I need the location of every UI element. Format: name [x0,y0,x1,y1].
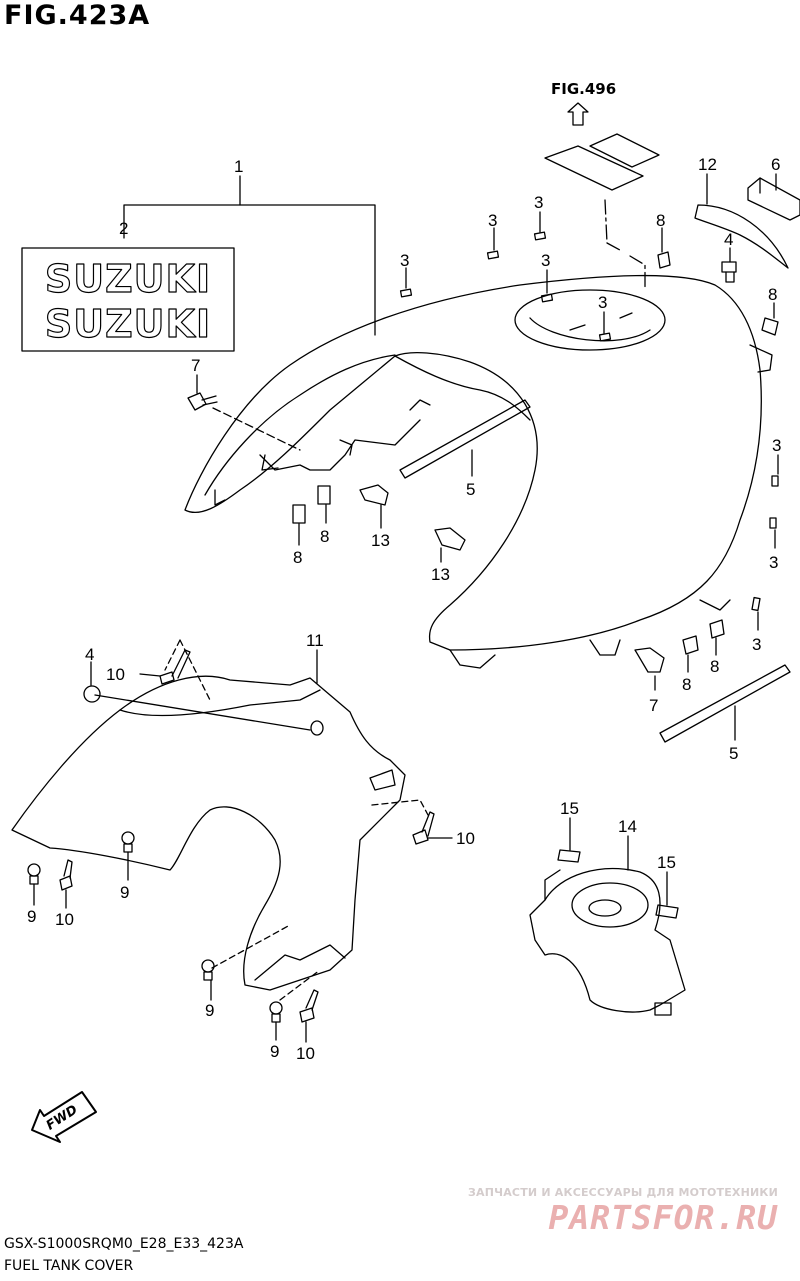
clip-part-8-c[interactable] [292,504,306,524]
callout-10-b[interactable]: 10 [456,829,475,848]
callout-13-b[interactable]: 13 [431,565,450,584]
callout-4-b[interactable]: 4 [85,645,94,664]
callout-8-b[interactable]: 8 [768,285,777,304]
clip-part-8-f[interactable] [709,619,725,639]
cover-part-6[interactable] [747,177,800,221]
callout-1[interactable]: 1 [234,157,243,176]
rivet-part-9-b[interactable] [27,863,41,885]
callout-1-bracket [123,175,376,336]
bolt-part-7-lower[interactable] [634,647,665,673]
callout-5-b[interactable]: 5 [729,744,738,763]
suzuki-emblem-set[interactable]: SUZUKI SUZUKI [21,247,235,352]
screw-part-10-c[interactable] [59,859,73,891]
callout-9-d[interactable]: 9 [270,1042,279,1061]
callout-6[interactable]: 6 [771,155,780,174]
callout-9-c[interactable]: 9 [205,1001,214,1020]
leader-lines [33,173,779,1043]
watermark-tagline: ЗАПЧАСТИ И АКСЕССУАРЫ ДЛЯ МОТОТЕХНИКИ [468,1186,778,1199]
figure-title: FIG.423A [4,0,151,31]
callout-3-e[interactable]: 3 [598,293,607,312]
grommet-part-4-upper[interactable] [721,261,737,283]
clip-part-8-a[interactable] [657,251,671,269]
callout-8-c[interactable]: 8 [293,548,302,567]
fig496-label: FIG.496 [551,80,616,98]
bracket-part-13-b[interactable] [434,527,466,551]
clip-part-8-e[interactable] [682,635,699,655]
rivet-part-9-c[interactable] [201,959,215,981]
bolt-part-7-upper[interactable] [187,392,301,451]
side-cover-part-11[interactable] [11,639,429,1001]
emblem-bottom-text: SUZUKI [45,302,211,346]
callout-15-b[interactable]: 15 [657,853,676,872]
callout-8-a[interactable]: 8 [656,211,665,230]
callout-2[interactable]: 2 [119,219,128,238]
callout-10-d[interactable]: 10 [296,1044,315,1063]
callout-8-f[interactable]: 8 [710,657,719,676]
strip-part-5-lower[interactable] [659,664,791,743]
callout-4-a[interactable]: 4 [724,230,733,249]
callout-3-g[interactable]: 3 [769,553,778,572]
bracket-part-13-a[interactable] [359,484,389,506]
callout-3-d[interactable]: 3 [541,251,550,270]
callout-5-a[interactable]: 5 [466,480,475,499]
forward-arrow-icon [31,1091,97,1143]
trim-part-12[interactable] [694,204,789,269]
screw-part-10-a[interactable] [159,649,191,685]
rivet-part-9-d[interactable] [269,1001,283,1023]
watermark-logo: PARTSFOR.RU [548,1198,778,1237]
callout-3-f[interactable]: 3 [772,436,781,455]
fwd-label: FWD [44,1102,81,1133]
callout-9-a[interactable]: 9 [120,883,129,902]
callout-12[interactable]: 12 [698,155,717,174]
fig496-reference[interactable]: FIG.496 [551,80,616,126]
grommet-part-4-lower[interactable] [83,685,101,703]
screw-part-10-b[interactable] [412,811,435,845]
rivet-part-9-a[interactable] [121,831,135,853]
callout-13-a[interactable]: 13 [371,531,390,550]
emblem-top-text: SUZUKI [45,257,211,301]
callout-11[interactable]: 11 [306,631,324,650]
sticker-sheet [544,133,660,291]
callout-7-a[interactable]: 7 [191,356,200,375]
pad-part-15-b[interactable] [655,904,679,919]
pad-part-15-a[interactable] [557,849,581,863]
screw-part-10-d[interactable] [299,989,319,1023]
callout-14[interactable]: 14 [618,817,637,836]
callout-8-d[interactable]: 8 [320,527,329,546]
callout-3-b[interactable]: 3 [488,211,497,230]
callout-3-c[interactable]: 3 [534,193,543,212]
callout-15-a[interactable]: 15 [560,799,579,818]
lower-cover-part-14[interactable] [529,868,686,1016]
callout-3-h[interactable]: 3 [752,635,761,654]
cushion-part-3-set[interactable] [399,231,779,612]
figure-code: GSX-S1000SRQM0_E28_E33_423A [4,1236,244,1252]
callout-labels: 1 2 3 3 3 3 3 3 3 3 4 4 5 5 6 7 7 8 8 8 … [27,155,781,1063]
clip-part-8-d[interactable] [317,485,331,505]
callout-3-a[interactable]: 3 [400,251,409,270]
strip-part-5-upper[interactable] [399,399,531,479]
callout-10-a[interactable]: 10 [106,665,125,684]
callout-7-b[interactable]: 7 [649,696,658,715]
callout-9-b[interactable]: 9 [27,907,36,926]
callout-10-c[interactable]: 10 [55,910,74,929]
clip-part-8-b[interactable] [761,317,779,336]
up-arrow-icon [567,102,589,126]
figure-caption: FUEL TANK COVER [4,1258,134,1274]
fwd-arrow: FWD [31,1091,97,1143]
callout-8-e[interactable]: 8 [682,675,691,694]
fuel-tank-cover[interactable] [184,274,773,669]
